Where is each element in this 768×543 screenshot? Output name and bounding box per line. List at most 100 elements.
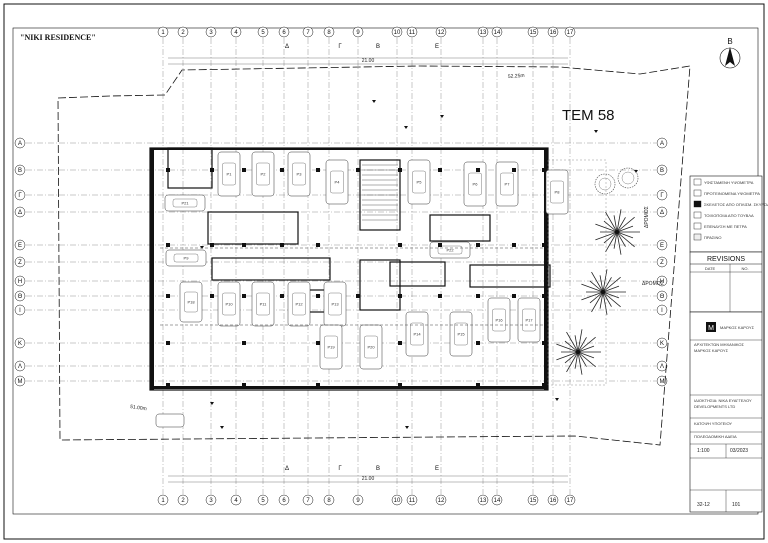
- parking-label: P4: [335, 180, 341, 185]
- overall-dim-top: 21.00: [362, 58, 375, 64]
- north-label: B: [727, 37, 732, 46]
- grid-bubble: [527, 494, 539, 506]
- grid-bubble: [157, 26, 169, 38]
- level-marker: [405, 426, 409, 429]
- sheet-border-inner: [12, 27, 759, 515]
- column: [242, 383, 246, 387]
- grid-letter: Θ: [18, 294, 23, 300]
- parking-label: P15: [457, 332, 465, 337]
- legend-label: ΣΚΕΛΕΤΟΣ ΑΠΟ ΟΠΛΙΣΜ. ΣΚΥΡΟΔΕΜΑ: [704, 202, 768, 207]
- grid-bubble: [656, 206, 668, 218]
- column: [438, 243, 442, 247]
- column: [316, 243, 320, 247]
- grid-bubble: [564, 494, 576, 506]
- grid-letter: A: [18, 141, 22, 147]
- greek-axis-top: Δ Γ Β Ε: [285, 44, 439, 50]
- grid-number: 15: [530, 498, 537, 504]
- column: [512, 243, 516, 247]
- grid-bubble: [257, 494, 269, 506]
- parked-car: P18: [179, 281, 203, 323]
- tb-line-6: ΚΑΤΟΨΗ ΥΠΟΓΕΙΟΥ: [694, 421, 732, 426]
- grid-bubble: [177, 26, 189, 38]
- greek-bottom-4: Ε: [435, 466, 439, 472]
- column: [166, 383, 170, 387]
- grid-bubble: [14, 360, 26, 372]
- parking-label: P12: [295, 302, 303, 307]
- parking-label: P2: [261, 172, 267, 177]
- grid-bubble: [435, 494, 447, 506]
- grid-bubble: [14, 256, 26, 268]
- grid-letter: K: [660, 341, 664, 347]
- grid-number: 13: [480, 498, 487, 504]
- grid-bubble: [177, 494, 189, 506]
- column: [242, 168, 246, 172]
- grid-number: 5: [261, 30, 265, 36]
- grid-bubble: [391, 26, 403, 38]
- road-label-vertical: ΔΡΟΜΟΣ: [644, 206, 650, 228]
- grid-bubble: [477, 26, 489, 38]
- legend-label: ΠΡΑΣΙΝΟ: [704, 235, 722, 240]
- tb-drawing-no: 32-12: [697, 502, 710, 508]
- column: [210, 243, 214, 247]
- level-marker: [200, 246, 204, 249]
- grid-bubble: [205, 26, 217, 38]
- parked-car: P16: [487, 297, 511, 343]
- grid-number: 3: [209, 498, 213, 504]
- column: [242, 341, 246, 345]
- grid-number: 16: [550, 498, 557, 504]
- greek-bottom-1: Δ: [285, 466, 289, 472]
- parking-label: P10: [225, 302, 233, 307]
- parking-label: P6: [473, 182, 479, 187]
- column: [512, 168, 516, 172]
- legend-swatch: [693, 200, 702, 208]
- parked-car: P5: [407, 159, 431, 205]
- grid-number: 14: [494, 30, 501, 36]
- grid-number: 14: [494, 498, 501, 504]
- tb-line-3: ΠΟΛΕΟΔΟΜΙΚΗ ΑΔΕΙΑ: [694, 434, 737, 439]
- column: [398, 168, 402, 172]
- column: [542, 294, 546, 298]
- palm-tree: [581, 269, 626, 315]
- grid-bubble: [230, 494, 242, 506]
- grid-number: 10: [394, 498, 401, 504]
- column: [476, 383, 480, 387]
- grid-bubble: [564, 26, 576, 38]
- column: [542, 341, 546, 345]
- plot-label: TEM 58: [562, 107, 615, 124]
- parked-car: P22: [429, 241, 471, 259]
- parked-car: P12: [287, 281, 311, 327]
- level-marker: [210, 402, 214, 405]
- grid-number: 5: [261, 498, 265, 504]
- greek-top-1: Δ: [285, 44, 289, 50]
- column: [476, 168, 480, 172]
- tb-date: 03/2023: [730, 448, 748, 454]
- plot-boundary: [57, 65, 691, 446]
- grid-bubble: [656, 239, 668, 251]
- grid-letter: Z: [660, 260, 664, 266]
- column: [166, 168, 170, 172]
- grid-bubble: [352, 494, 364, 506]
- grid-bubble: [205, 494, 217, 506]
- legend-label: ΕΠΕΝΔΥΣΗ ΜΕ ΠΕΤΡΑ: [704, 224, 747, 229]
- drawing-title: "NIKI RESIDENCE": [20, 33, 96, 42]
- column: [398, 383, 402, 387]
- shrub: [617, 167, 639, 189]
- level-marker: [555, 398, 559, 401]
- grid-bubble: [477, 494, 489, 506]
- parked-car: P3: [287, 151, 311, 197]
- level-marker: [404, 126, 408, 129]
- column: [280, 243, 284, 247]
- revisions-date-col: DATE: [705, 266, 716, 271]
- grid-number: 16: [550, 30, 557, 36]
- column: [356, 294, 360, 298]
- grid-bubble: [302, 494, 314, 506]
- legend-swatch: [693, 222, 702, 230]
- grid-letter: Γ: [660, 193, 664, 199]
- grid-number: 12: [438, 498, 445, 504]
- parking-label: P7: [505, 182, 511, 187]
- grid-letter: M: [18, 379, 23, 385]
- column: [398, 341, 402, 345]
